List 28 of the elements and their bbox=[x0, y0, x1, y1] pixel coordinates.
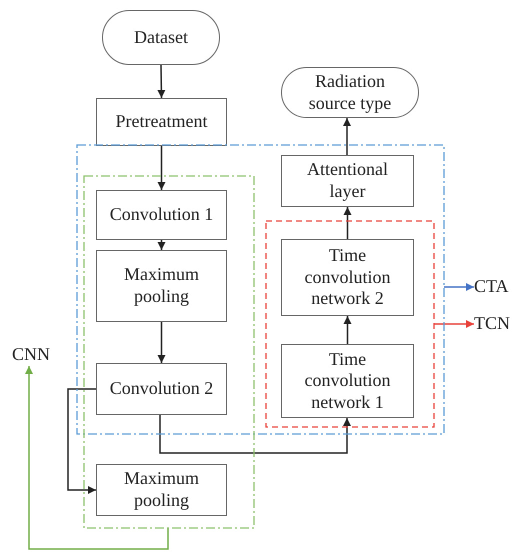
process-box: Maximum pooling bbox=[96, 250, 227, 322]
process-box: Convolution 1 bbox=[96, 190, 227, 240]
process-box: Attentional layer bbox=[281, 155, 414, 207]
arrow bbox=[157, 64, 166, 98]
arrow bbox=[344, 207, 352, 239]
group-label: CNN bbox=[12, 344, 54, 366]
process-box: Time convolution network 1 bbox=[281, 344, 414, 418]
arrow bbox=[158, 322, 166, 363]
arrow bbox=[67, 388, 96, 494]
process-box: Pretreatment bbox=[96, 98, 227, 146]
arrow bbox=[158, 146, 166, 190]
process-box: Time convolution network 2 bbox=[281, 239, 414, 316]
process-box: Maximum pooling bbox=[96, 464, 227, 516]
group-label: CTA bbox=[474, 276, 519, 298]
dashed-group-outline bbox=[77, 145, 444, 434]
dashed-group-outline bbox=[84, 176, 254, 528]
dashed-group-outline bbox=[266, 221, 434, 427]
arrow bbox=[159, 415, 351, 454]
terminal-node: Dataset bbox=[102, 10, 220, 65]
arrow bbox=[434, 320, 474, 328]
arrow bbox=[343, 118, 351, 155]
arrow bbox=[344, 316, 352, 344]
arrow bbox=[444, 283, 474, 291]
group-label: TCN bbox=[474, 313, 519, 335]
process-box: Convolution 2 bbox=[96, 363, 227, 415]
arrow bbox=[25, 366, 169, 550]
terminal-node: Radiation source type bbox=[281, 67, 419, 118]
arrow bbox=[158, 240, 166, 250]
